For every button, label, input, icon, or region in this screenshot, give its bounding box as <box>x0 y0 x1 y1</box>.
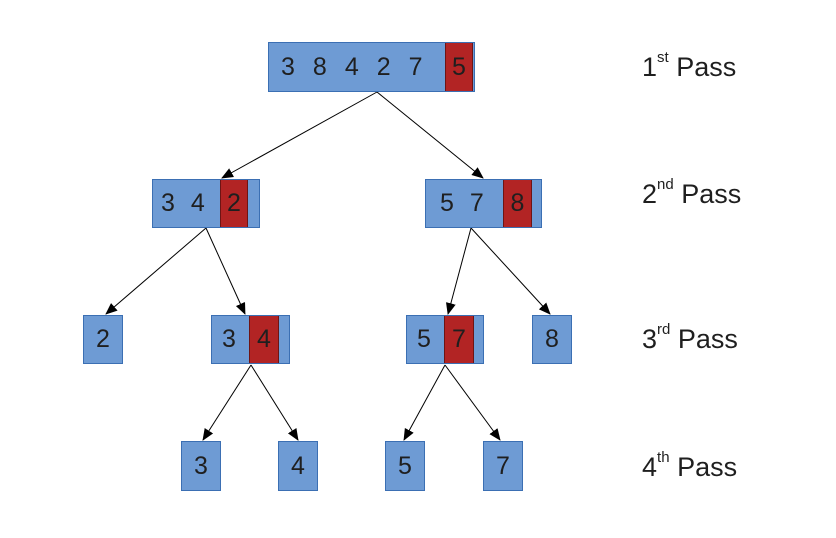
pass-label-3: 3rd Pass <box>642 322 738 354</box>
pass-word: Pass <box>677 324 738 354</box>
pass3-box-b: 3 4 <box>211 315 290 364</box>
pass3-b-pivot-value: 4 <box>257 325 271 353</box>
root-value: 8 <box>312 52 327 81</box>
pass3-box-a: 2 <box>83 315 123 364</box>
pass2-left-pivot: 2 <box>220 180 248 227</box>
pass-ordinal-suffix: st <box>657 49 669 66</box>
pass4-box: 5 <box>385 441 425 491</box>
pass2-left-pivot-value: 2 <box>227 189 241 217</box>
pass-label-1: 1st Pass <box>642 50 737 82</box>
pass2-left-value: 3 <box>161 189 175 217</box>
pass3-d-value: 8 <box>545 325 559 353</box>
pass3-c-pivot-value: 7 <box>452 325 466 353</box>
pass3-c-value: 5 <box>417 325 431 353</box>
pass2-right-value: 5 <box>440 189 454 217</box>
arrow-root-to-left <box>221 91 378 179</box>
root-value: 3 <box>281 52 295 81</box>
pass3-a-value: 2 <box>96 325 110 353</box>
root-value: 4 <box>344 52 359 81</box>
pass4-value: 5 <box>398 451 412 480</box>
pass-label-4: 4th Pass <box>642 450 738 482</box>
pass-word: Pass <box>681 179 742 209</box>
pass4-box: 3 <box>181 441 221 491</box>
pass3-b-pivot: 4 <box>249 316 279 363</box>
pass-word: Pass <box>676 52 737 82</box>
pass-label-2: 2nd Pass <box>642 177 742 209</box>
pass-ordinal-suffix: rd <box>657 321 671 338</box>
pass2-right-pivot-value: 8 <box>510 189 525 217</box>
arrow-c-to-7 <box>444 364 501 441</box>
pass-ordinal-suffix: th <box>657 449 670 466</box>
pass-ordinal-suffix: nd <box>657 176 674 193</box>
arrow-c-to-5 <box>403 364 446 441</box>
pass4-value: 3 <box>194 451 208 480</box>
pass4-value: 4 <box>291 451 305 480</box>
root-pivot: 5 <box>445 43 473 91</box>
pass4-value: 7 <box>496 451 510 480</box>
pass-number: 3 <box>642 324 658 354</box>
pass4-box: 4 <box>278 441 318 491</box>
pass4-box: 7 <box>483 441 523 491</box>
pass2-left-box: 3 4 2 <box>152 179 260 228</box>
pass-number: 2 <box>642 179 658 209</box>
pass2-right-box: 5 7 8 <box>425 179 542 228</box>
pass-number: 1 <box>642 52 658 82</box>
arrow-right-to-d <box>470 227 551 315</box>
arrow-right-to-c <box>446 227 472 315</box>
root-value: 2 <box>376 52 391 81</box>
pass2-right-value: 7 <box>469 189 484 217</box>
arrow-left-to-b <box>205 227 246 315</box>
arrow-b-to-4 <box>250 364 299 441</box>
root-pivot-value: 5 <box>452 52 466 81</box>
pass3-box-c: 5 7 <box>406 315 484 364</box>
pass2-right-pivot: 8 <box>503 180 532 227</box>
root-value: 7 <box>408 52 423 81</box>
arrow-left-to-a <box>105 227 207 315</box>
arrow-b-to-3 <box>202 364 252 441</box>
arrow-root-to-right <box>376 91 484 179</box>
pass-number: 4 <box>642 452 658 482</box>
pass-word: Pass <box>677 452 738 482</box>
pass2-left-value: 4 <box>190 189 205 217</box>
root-array-box: 3 8 4 2 7 5 <box>268 42 475 92</box>
pass3-c-pivot: 7 <box>444 316 474 363</box>
pass3-box-d: 8 <box>532 315 572 364</box>
pass3-b-value: 3 <box>222 325 236 353</box>
